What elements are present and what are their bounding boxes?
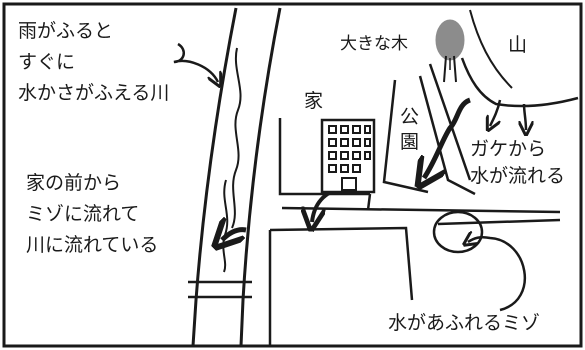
river-bank-right bbox=[239, 7, 282, 347]
cliff-note-line2: 水が流れる bbox=[470, 165, 566, 187]
mountain-slope bbox=[469, 9, 513, 89]
road-edge bbox=[437, 218, 561, 226]
river-note: 雨がふると すぐに 水かさがふえる川 bbox=[18, 22, 169, 103]
river-note-line1: 雨がふると bbox=[18, 20, 114, 42]
cliff-note-line1: ガケから bbox=[470, 138, 547, 160]
river-note-line2: すぐに bbox=[18, 51, 76, 73]
park-label-char2: 園 bbox=[400, 131, 420, 153]
big-tree-label: 大きな木 bbox=[340, 34, 408, 54]
river-note-line3: 水かさがふえる川 bbox=[18, 82, 170, 104]
tree-icon bbox=[435, 19, 465, 83]
ditch-note: 水があふれるミゾ bbox=[388, 312, 541, 334]
house-note-line2: ミゾに流れて bbox=[26, 203, 140, 225]
cliff-flow-arrow bbox=[490, 99, 502, 126]
road-edge bbox=[278, 118, 370, 196]
river-ripple bbox=[231, 47, 242, 229]
house-label: 家 bbox=[304, 90, 324, 112]
road-edge bbox=[418, 75, 476, 196]
house-note-line3: 川に流れている bbox=[26, 234, 159, 256]
road-edge bbox=[281, 206, 561, 214]
cliff-note: ガケから 水が流れる bbox=[470, 140, 565, 186]
river-ripple bbox=[222, 179, 229, 273]
road-edge bbox=[366, 193, 372, 211]
apartment-building-icon bbox=[320, 118, 376, 194]
park-label-char1: 公 bbox=[400, 106, 420, 128]
ditch-note-arrow bbox=[468, 237, 527, 312]
cliff-flow-arrow bbox=[524, 103, 526, 130]
house-note-arrow bbox=[222, 230, 247, 240]
mountain-slope bbox=[460, 57, 579, 108]
river-note-arrow bbox=[173, 42, 218, 82]
house-note: 家の前から ミゾに流れて 川に流れている bbox=[26, 174, 158, 255]
road-edge bbox=[382, 79, 429, 194]
house-note-line1: 家の前から bbox=[26, 172, 122, 194]
river-bank-left bbox=[191, 7, 238, 347]
overflowing-ditch-circle bbox=[432, 210, 484, 254]
road-edge bbox=[269, 226, 414, 301]
park-label: 公 園 bbox=[400, 108, 419, 152]
mountain-flow-arrow bbox=[424, 97, 472, 178]
road-edge bbox=[428, 63, 472, 181]
mountain-label: 山 bbox=[508, 34, 528, 56]
